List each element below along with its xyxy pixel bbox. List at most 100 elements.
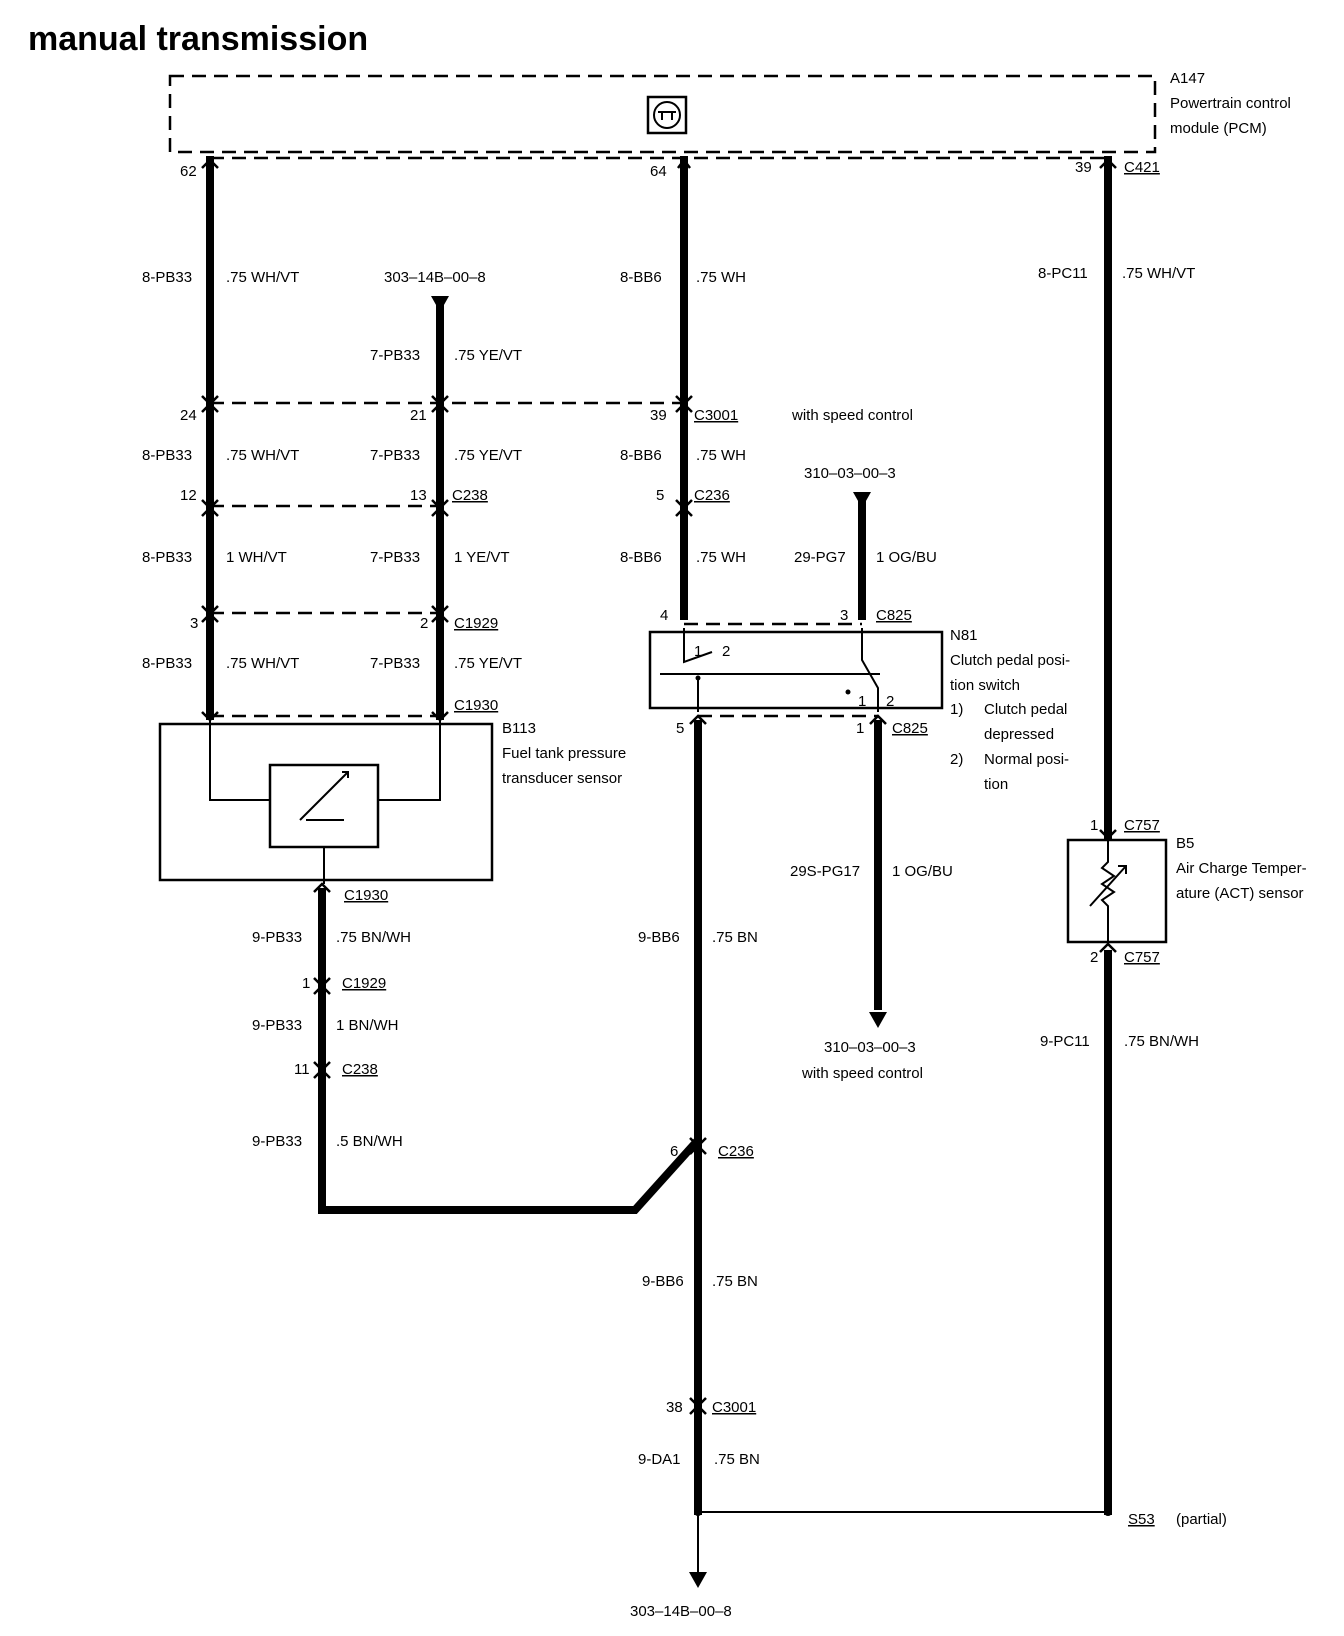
wire-color-4: .75 YE/VT xyxy=(454,347,522,364)
wire-color-10: .75 WH xyxy=(696,549,746,566)
connector-c1929: C1929 xyxy=(454,615,498,632)
wire-color-9: 1 YE/VT xyxy=(454,549,510,566)
n81-note-1a: Clutch pedal xyxy=(984,701,1067,718)
connector-c757: C757 xyxy=(1124,817,1160,834)
pin-5: 5 xyxy=(656,487,664,504)
pin-64: 64 xyxy=(650,163,667,180)
n81-label-1: Clutch pedal posi- xyxy=(950,652,1070,669)
wire-color-18: .75 BN/WH xyxy=(1124,1033,1199,1050)
wire-label-15: 9-PB33 xyxy=(252,929,302,946)
reference-3: 310–03–00–3 xyxy=(824,1039,916,1056)
connector-c757b: C757 xyxy=(1124,949,1160,966)
pcm-box xyxy=(168,74,1157,154)
wire-color-20: .75 BN xyxy=(712,1273,758,1290)
n81-id: N81 xyxy=(950,627,978,644)
b113-element xyxy=(268,763,380,849)
wire-color-21: .75 BN xyxy=(714,1451,760,1468)
pin-3: 3 xyxy=(190,615,198,632)
wire-color-11: 1 OG/BU xyxy=(876,549,937,566)
wire-label-5: 8-PB33 xyxy=(142,447,192,464)
wire-color-16: .75 BN xyxy=(712,929,758,946)
with-speed-control-label: with speed control xyxy=(791,407,913,424)
connector-c1930: C1930 xyxy=(454,697,498,714)
b113-label-2: transducer sensor xyxy=(502,770,622,787)
wire-color-19: .5 BN/WH xyxy=(336,1133,403,1150)
n81-pin-4: 2 xyxy=(886,693,894,710)
pin-39b: 39 xyxy=(650,407,667,424)
wire-color-14: 1 OG/BU xyxy=(892,863,953,880)
thermistor-icon xyxy=(1100,840,1116,942)
connector-chevrons xyxy=(201,157,1117,1415)
wire-label-2: 8-BB6 xyxy=(620,269,662,286)
pin-1b: 1 xyxy=(856,720,864,737)
reference-2: 310–03–00–3 xyxy=(804,465,896,482)
n81-note-1b: depressed xyxy=(984,726,1054,743)
connector-c421: C421 xyxy=(1124,159,1160,176)
n81-label-2: tion switch xyxy=(950,677,1020,694)
pin-2d: 2 xyxy=(1090,949,1098,966)
connector-c1930b: C1930 xyxy=(344,887,388,904)
b5-label-2: ature (ACT) sensor xyxy=(1176,885,1304,902)
wire-label-3: 8-PC11 xyxy=(1038,265,1088,282)
pcm-symbol-icon xyxy=(646,95,688,135)
page-title: manual transmission xyxy=(28,20,369,58)
b5-label-1: Air Charge Temper- xyxy=(1176,860,1307,877)
wire-label-8: 8-PB33 xyxy=(142,549,192,566)
pin-1d: 1 xyxy=(1090,817,1098,834)
reference-1: 303–14B–00–8 xyxy=(384,269,486,286)
clutch-switch-icon xyxy=(660,628,880,712)
connector-c236b: C236 xyxy=(718,1143,754,1160)
b113-id: B113 xyxy=(502,720,536,737)
wire-label-20: 9-BB6 xyxy=(642,1273,684,1290)
b113-housing xyxy=(158,722,494,882)
pin-11: 11 xyxy=(294,1061,310,1078)
wire-label-16: 9-BB6 xyxy=(638,929,680,946)
wire-label-14: 29S-PG17 xyxy=(790,863,860,880)
wire-color-13: .75 YE/VT xyxy=(454,655,522,672)
wire-bn-wh xyxy=(318,888,701,1214)
splice-dot xyxy=(694,1508,702,1516)
connector-c825: C825 xyxy=(876,607,912,624)
wire-color-2: .75 WH xyxy=(696,269,746,286)
n81-pin-1: 1 xyxy=(694,643,702,660)
wire-color-15: .75 BN/WH xyxy=(336,929,411,946)
wire-color-12: .75 WH/VT xyxy=(226,655,299,672)
b5-housing xyxy=(1066,838,1168,944)
wire-label-9: 7-PB33 xyxy=(370,549,420,566)
connector-c238: C238 xyxy=(452,487,488,504)
connector-c825b: C825 xyxy=(892,720,928,737)
arrow-ref3 xyxy=(869,1012,887,1028)
arrow-ref2 xyxy=(853,492,871,508)
s53-dot xyxy=(1104,1508,1112,1516)
pin-5b: 5 xyxy=(676,720,684,737)
pin-38: 38 xyxy=(666,1399,683,1416)
n81-pin-2: 2 xyxy=(722,643,730,660)
switch-contact-icon-2 xyxy=(845,689,851,695)
pcm-label-2: module (PCM) xyxy=(1170,120,1267,137)
n81-note-2a: Normal posi- xyxy=(984,751,1069,768)
reference-3-note: with speed control xyxy=(801,1065,923,1082)
arrow-ref4 xyxy=(689,1572,707,1588)
b5-id: B5 xyxy=(1176,835,1194,852)
b113-label-1: Fuel tank pressure xyxy=(502,745,626,762)
n81-note-1-num: 1) xyxy=(950,701,963,718)
wire-label-1: 8-PB33 xyxy=(142,269,192,286)
wire-label-6: 7-PB33 xyxy=(370,447,420,464)
pin-24: 24 xyxy=(180,407,197,424)
b113-leads xyxy=(209,720,441,884)
wire-color-6: .75 YE/VT xyxy=(454,447,522,464)
n81-housing xyxy=(648,630,944,710)
pin-4: 4 xyxy=(660,607,668,624)
wire-label-19: 9-PB33 xyxy=(252,1133,302,1150)
connector-c238b: C238 xyxy=(342,1061,378,1078)
pin-1c: 1 xyxy=(302,975,310,992)
wire-label-11: 29-PG7 xyxy=(794,549,846,566)
pin-12: 12 xyxy=(180,487,197,504)
splice-partial-label: (partial) xyxy=(1176,1511,1227,1528)
variable-resistor-icon xyxy=(299,771,349,821)
pin-21: 21 xyxy=(410,407,427,424)
pin-2: 2 xyxy=(420,615,428,632)
wire-color-5: .75 WH/VT xyxy=(226,447,299,464)
wire-label-18: 9-PC11 xyxy=(1040,1033,1090,1050)
connector-c3001b: C3001 xyxy=(712,1399,756,1416)
